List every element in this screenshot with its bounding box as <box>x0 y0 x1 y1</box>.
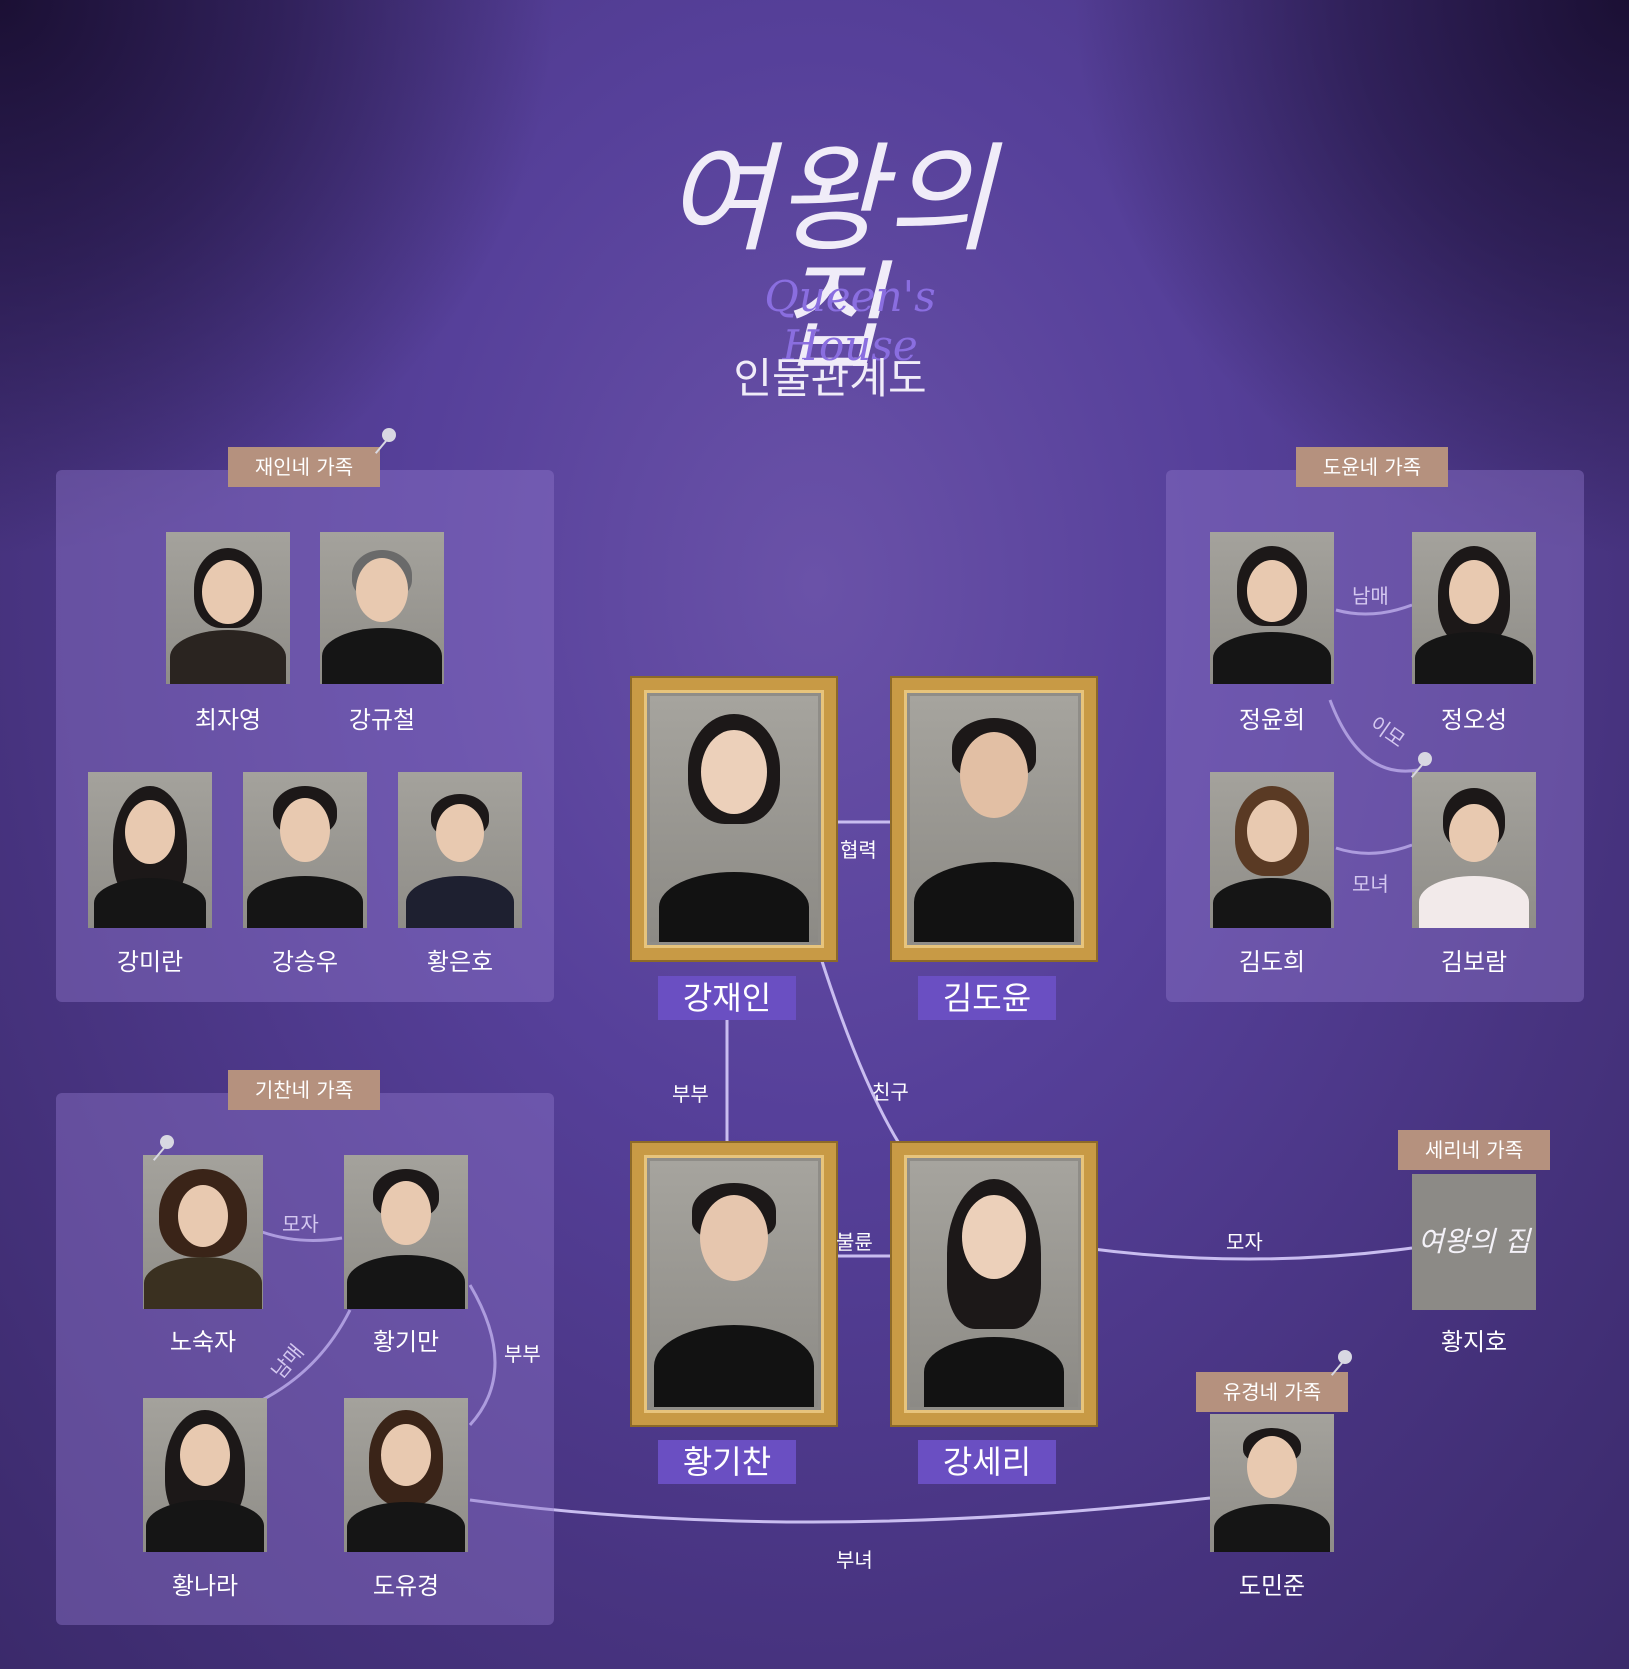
relation-mother-son-seri: 모자 <box>1226 1230 1263 1254</box>
relation-couple2: 부부 <box>504 1342 541 1366</box>
relation-affair: 불륜 <box>836 1230 873 1254</box>
pin-icon <box>1418 752 1432 766</box>
name-kang-seri: 강세리 <box>918 1440 1056 1484</box>
photo-kang-gyucheol <box>320 532 444 684</box>
tag-gichan-family: 기찬네 가족 <box>228 1070 380 1110</box>
photo-do-minjun <box>1210 1414 1334 1552</box>
frame-kang-seri <box>892 1143 1096 1425</box>
photo-no-sukja <box>143 1155 263 1309</box>
name-hwang-nara: 황나라 <box>171 1572 239 1600</box>
photo-kim-boram <box>1412 772 1536 928</box>
name-do-yugyeong: 도유경 <box>372 1572 440 1600</box>
line-seri-jiho <box>1084 1246 1413 1261</box>
name-kang-gyucheol: 강규철 <box>348 706 416 734</box>
name-hwang-giman: 황기만 <box>372 1328 440 1356</box>
photo-hwang-giman <box>344 1155 468 1309</box>
photo-jung-yunhee <box>1210 532 1334 684</box>
tag-seri-family: 세리네 가족 <box>1398 1130 1550 1170</box>
relation-cooperation: 협력 <box>840 838 877 862</box>
frame-kang-jaein <box>632 678 836 960</box>
name-hwang-eunho: 황은호 <box>426 948 494 976</box>
photo-kim-dohee <box>1210 772 1334 928</box>
line-mother-daughter <box>1335 843 1413 855</box>
name-kim-dohee: 김도희 <box>1238 948 1306 976</box>
name-kang-jaein: 강재인 <box>658 976 796 1020</box>
name-hwang-gichan: 황기찬 <box>658 1440 796 1484</box>
relation-siblings: 남매 <box>1352 584 1389 608</box>
line-mother-son <box>261 1230 343 1242</box>
name-do-minjun: 도민준 <box>1238 1572 1306 1600</box>
name-kim-doyun: 김도윤 <box>918 976 1056 1020</box>
photo-choi-jayoung <box>166 532 290 684</box>
line-father-daughter <box>469 1496 1211 1524</box>
relation-mother-son: 모자 <box>282 1212 319 1236</box>
name-jung-yunhee: 정윤희 <box>1238 706 1306 734</box>
line-aunt <box>1328 699 1419 773</box>
frame-hwang-gichan <box>632 1143 836 1425</box>
name-kim-boram: 김보람 <box>1440 948 1508 976</box>
photo-hwang-eunho <box>398 772 522 928</box>
photo-do-yugyeong <box>344 1398 468 1552</box>
show-logo: 여왕의 집 <box>664 130 996 386</box>
name-kang-seungwoo: 강승우 <box>271 948 339 976</box>
relation-friend: 친구 <box>872 1080 909 1104</box>
name-hwang-jiho: 황지호 <box>1440 1328 1508 1356</box>
pin-icon <box>1338 1350 1352 1364</box>
line-friend <box>818 954 902 1146</box>
name-no-sukja: 노숙자 <box>169 1328 237 1356</box>
show-logo-english: Queen's House <box>764 272 936 370</box>
pin-icon <box>382 428 396 442</box>
relation-mother-daughter: 모녀 <box>1352 872 1389 896</box>
line-siblings2 <box>261 1309 352 1402</box>
line-couple2 <box>468 1284 497 1427</box>
name-choi-jayoung: 최자영 <box>194 706 262 734</box>
name-kang-miran: 강미란 <box>116 948 184 976</box>
tag-yugyeong-family: 유경네 가족 <box>1196 1372 1348 1412</box>
frame-kim-doyun <box>892 678 1096 960</box>
name-jung-oseong: 정오성 <box>1440 706 1508 734</box>
pin-icon <box>160 1135 174 1149</box>
tag-doyun-family: 도윤네 가족 <box>1296 447 1448 487</box>
panel-gichan-family <box>56 1093 554 1625</box>
photo-hwang-nara <box>143 1398 267 1552</box>
relation-father-daughter: 부녀 <box>836 1548 873 1572</box>
photo-jung-oseong <box>1412 532 1536 684</box>
photo-kang-miran <box>88 772 212 928</box>
tag-jaein-family: 재인네 가족 <box>228 447 380 487</box>
relation-couple: 부부 <box>672 1082 709 1106</box>
photo-kang-seungwoo <box>243 772 367 928</box>
photo-hwang-jiho: 여왕의 집 <box>1412 1174 1536 1310</box>
line-siblings <box>1335 603 1413 616</box>
chart-subtitle: 인물관계도 <box>733 354 927 403</box>
mini-logo: 여왕의 집 <box>1418 1225 1530 1258</box>
